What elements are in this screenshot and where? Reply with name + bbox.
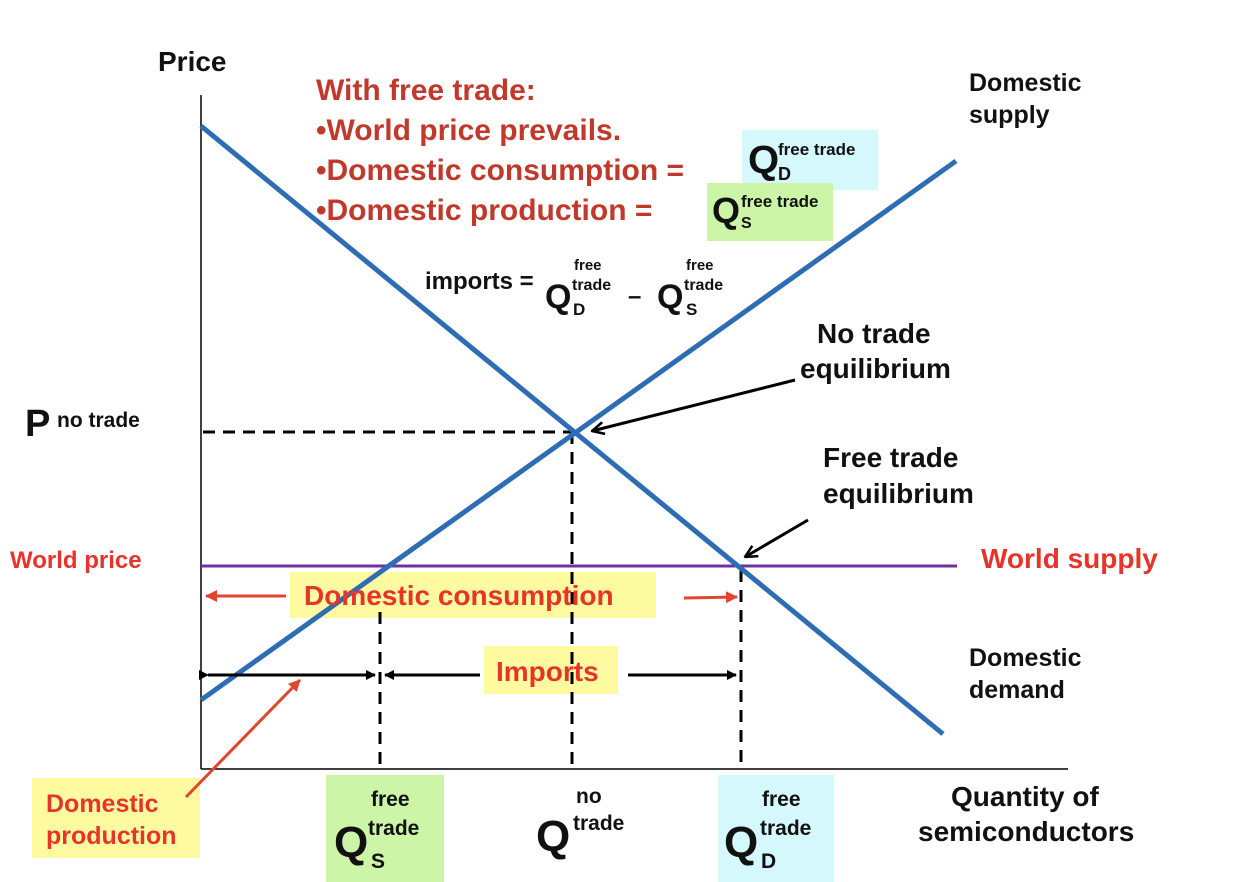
headline-qs-superscript: free trade xyxy=(741,192,819,211)
x-tick-qn-sup2: trade xyxy=(573,812,625,835)
world-supply-label: World supply xyxy=(981,543,1158,574)
imports-formula-minus: – xyxy=(628,283,642,310)
p-no-trade-label: no trade xyxy=(57,409,140,432)
domestic-demand-curve xyxy=(199,124,945,736)
x-tick-qs-sup2: trade xyxy=(368,817,420,840)
imports-formula-qd-sup1: free xyxy=(574,257,602,274)
headline-qd-subscript: D xyxy=(778,164,791,184)
headline-title: With free trade: xyxy=(316,74,536,107)
domestic-production-label-line2: production xyxy=(46,822,177,850)
qd-free-trade-box xyxy=(742,130,878,190)
domestic-production-box xyxy=(32,778,200,858)
imports-formula-qd-sup2: trade xyxy=(572,277,612,294)
x-tick-qd-sub: D xyxy=(761,850,777,873)
domestic-supply-label-line2: supply xyxy=(969,101,1050,129)
domestic-demand-label-line1: Domestic xyxy=(969,644,1082,672)
domestic-production-pointer-arrow xyxy=(184,678,302,799)
domestic-production-label-line1: Domestic xyxy=(46,790,159,818)
domestic-demand-label-line2: demand xyxy=(969,676,1065,704)
qs-free-trade-box xyxy=(707,183,833,241)
headline-qd-superscript: free trade xyxy=(778,140,856,159)
imports-formula-qs-sup2: trade xyxy=(684,277,724,294)
imports-formula-qs-sub: S xyxy=(686,300,698,319)
no-trade-equilibrium-arrow xyxy=(592,378,796,431)
x-tick-qd-sup1: free xyxy=(762,788,801,811)
headline-bullet-world-price: •World price prevails. xyxy=(316,114,622,147)
x-axis-label-line2: semiconductors xyxy=(918,816,1135,847)
p-no-trade-symbol: P xyxy=(25,403,51,445)
domestic-consumption-label: Domestic consumption xyxy=(304,580,614,611)
free-trade-equilibrium-label-line1: Free trade xyxy=(823,442,959,473)
headline-qs-symbol: Q xyxy=(712,190,741,231)
imports-formula-qd-sub: D xyxy=(573,300,586,319)
imports-formula-lhs: imports = xyxy=(425,268,534,295)
x-tick-qs-sup1: free xyxy=(371,788,410,811)
x-tick-qs-box xyxy=(326,775,444,882)
domestic-supply-label-line1: Domestic xyxy=(969,69,1082,97)
x-tick-qd-box xyxy=(718,775,834,882)
imports-formula-qs: Q xyxy=(657,278,684,316)
headline-qd-symbol: Q xyxy=(748,138,780,182)
x-tick-qd-symbol: Q xyxy=(724,818,759,867)
world-price-label: World price xyxy=(10,547,142,574)
headline-qs-subscript: S xyxy=(741,215,752,232)
imports-label: Imports xyxy=(496,656,599,687)
imports-formula-qs-sup1: free xyxy=(686,257,714,274)
y-axis-label: Price xyxy=(158,46,227,77)
no-trade-equilibrium-label-line1: No trade xyxy=(817,318,931,349)
x-tick-qn-sup1: no xyxy=(576,785,602,808)
headline-bullet-consumption: •Domestic consumption = xyxy=(316,154,685,187)
x-tick-qs-symbol: Q xyxy=(334,818,369,867)
x-axis-label-line1: Quantity of xyxy=(951,781,1099,812)
x-tick-qn-symbol: Q xyxy=(536,812,571,861)
x-tick-qs-sub: S xyxy=(371,850,386,873)
free-trade-equilibrium-arrow xyxy=(745,518,809,557)
free-trade-equilibrium-label-line2: equilibrium xyxy=(823,478,974,509)
imports-box xyxy=(484,646,618,694)
x-tick-qd-sup2: trade xyxy=(760,817,812,840)
domestic-consumption-arrow-right xyxy=(683,591,738,604)
imports-formula-qd: Q xyxy=(545,278,572,316)
headline-bullet-production: •Domestic production = xyxy=(316,194,653,227)
domestic-supply-curve xyxy=(199,158,958,703)
no-trade-equilibrium-label-line2: equilibrium xyxy=(800,353,951,384)
